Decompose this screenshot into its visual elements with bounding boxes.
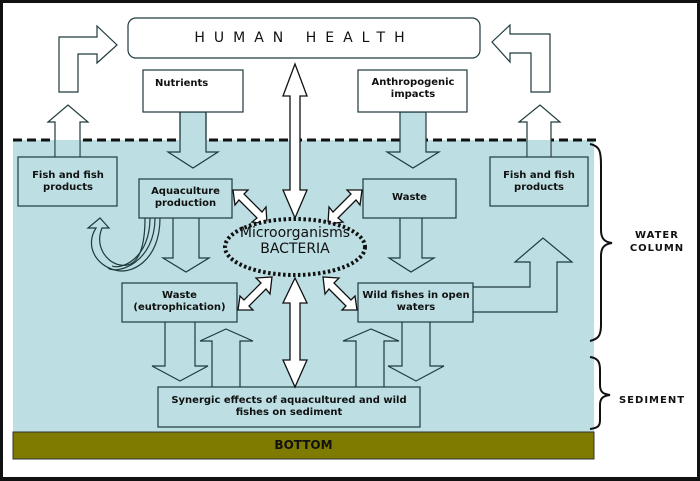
anthropogenic-arrow bbox=[384, 111, 442, 169]
fish-left-label: Fish and fish products bbox=[32, 170, 104, 193]
wild-down-arrow bbox=[387, 322, 445, 382]
microorganisms-ellipse bbox=[223, 217, 367, 277]
synergic-up-arrow-left bbox=[199, 328, 254, 387]
waste-eutro-box bbox=[121, 282, 238, 323]
water-column-line1: WATER bbox=[635, 230, 679, 241]
microorganisms-line1: Microorganisms bbox=[239, 225, 351, 241]
water-column-line2: COLUMN bbox=[629, 243, 685, 254]
micro-synergic-double-arrow bbox=[281, 276, 309, 389]
human-health-box bbox=[127, 17, 481, 59]
aquaculture-box bbox=[138, 178, 233, 219]
left-corner-arrow bbox=[58, 24, 118, 93]
fish-left-box bbox=[17, 156, 118, 207]
wild-fishes-label: Wild fishes in open waters bbox=[362, 290, 470, 313]
water-column-brace bbox=[589, 143, 613, 342]
eutro-micro-double-arrow bbox=[237, 276, 273, 311]
anthropogenic-label: Anthropogenic impacts bbox=[371, 77, 455, 100]
right-corner-arrow bbox=[491, 23, 551, 93]
aquaculture-curved-arrow-inner bbox=[107, 217, 156, 271]
waste-box bbox=[362, 178, 457, 219]
fish-right-fill bbox=[528, 140, 550, 157]
waste-label: Waste bbox=[392, 192, 427, 203]
wild-fishes-box bbox=[357, 282, 474, 323]
sediment-brace bbox=[589, 356, 611, 430]
human-health-title: HUMAN HEALTH bbox=[194, 30, 414, 46]
fish-right-box bbox=[489, 156, 589, 207]
microorganisms-label: Microorganisms BACTERIA bbox=[220, 218, 370, 264]
bottom-bar bbox=[12, 431, 595, 460]
aquaculture-label: Aquaculture production bbox=[151, 186, 220, 209]
waste-down-arrow bbox=[386, 218, 437, 273]
eutro-down-arrow bbox=[151, 322, 209, 382]
wild-micro-double-arrow bbox=[322, 276, 358, 311]
nutrients-box bbox=[142, 69, 244, 113]
fish-right-label: Fish and fish products bbox=[503, 170, 575, 193]
synergic-box bbox=[157, 386, 421, 428]
nutrients-arrow-top bbox=[179, 112, 207, 140]
anthropogenic-box bbox=[357, 69, 468, 113]
wild-right-up-arrow bbox=[473, 237, 574, 313]
sediment-label: SEDIMENT bbox=[618, 395, 686, 406]
microorganisms-line2: BACTERIA bbox=[260, 241, 330, 257]
aquaculture-down-arrow bbox=[160, 218, 212, 273]
fish-left-fill bbox=[56, 140, 79, 157]
aquaculture-curved-arrow bbox=[86, 217, 161, 272]
synergic-label: Synergic effects of aquacultured and wil… bbox=[171, 395, 407, 418]
water-column-label: WATER COLUMN bbox=[622, 229, 692, 255]
waste-eutro-label: Waste (eutrophication) bbox=[133, 290, 226, 313]
bottom-label: BOTTOM bbox=[274, 438, 333, 452]
nutrients-label: Nutrients bbox=[155, 78, 209, 89]
synergic-up-arrow-right bbox=[342, 328, 400, 387]
